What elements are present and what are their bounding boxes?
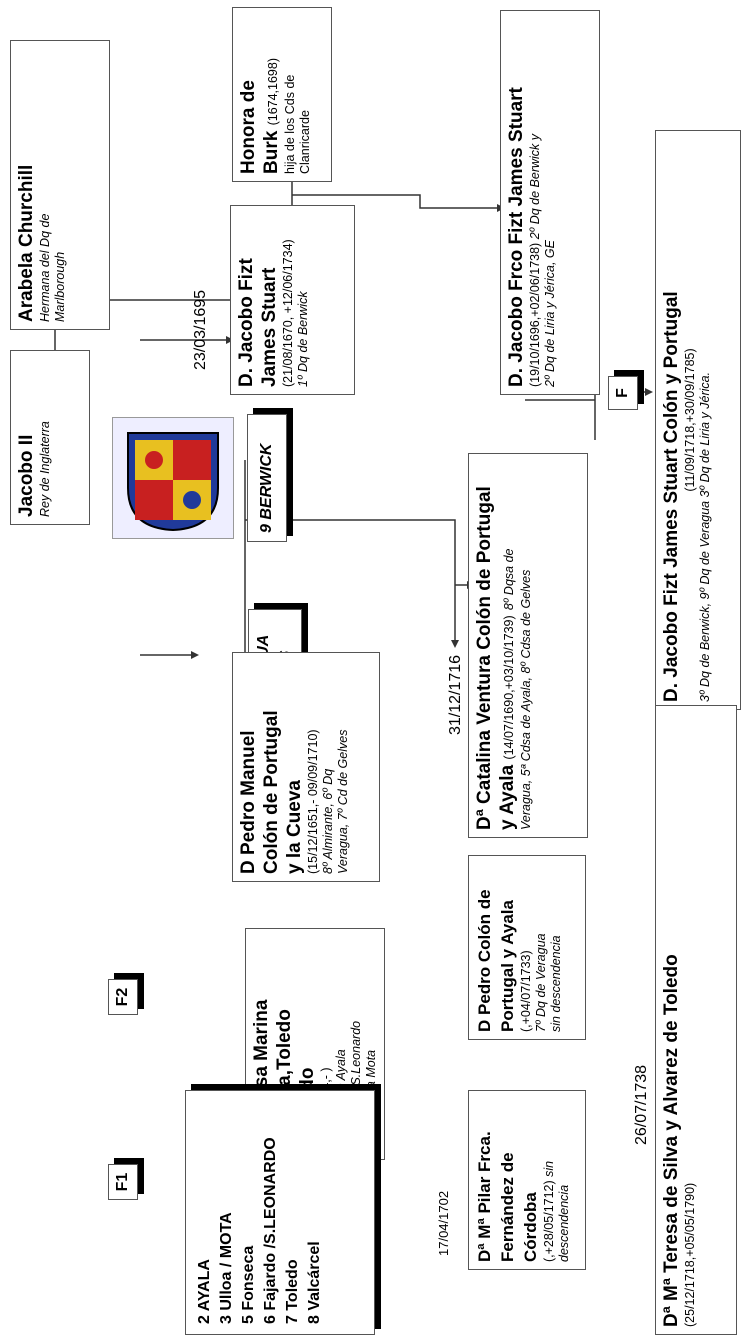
person-name: Honora de xyxy=(238,80,259,174)
person-title: Clanricarde xyxy=(298,110,312,174)
person-catalina-ventura-colon: Dª Catalina Ventura Colón de Portugal y … xyxy=(468,453,588,838)
person-title: Veragua, 5ª Cdsa de Ayala, 8º Cdsa de Ge… xyxy=(519,569,533,830)
person-name: Portugal y Ayala xyxy=(498,900,517,1032)
list-item: 3 Ulloa / MOTA xyxy=(218,1212,235,1324)
person-dates: (11/09/1718,+30/09/1785) xyxy=(683,348,697,492)
person-dates: (,+28/05/1712) sin xyxy=(542,1160,556,1262)
person-title: 3º Dq de Berwick, 9º Dq de Veragua 3º Dq… xyxy=(698,371,712,702)
marriage-date-1702: 17/04/1702 xyxy=(436,1190,451,1256)
person-title: 2º Dq de Liria y Jérica, GE xyxy=(543,240,557,387)
person-name: Dª Mª Teresa de Silva y Alvarez de Toled… xyxy=(661,954,682,1327)
marriage-date-1738: 26/07/1738 xyxy=(633,1064,650,1145)
person-title: hija de los Cds de xyxy=(283,74,297,174)
person-jacobo-fizt-colon-portugal: D. Jacobo Fizt James Stuart Colón y Port… xyxy=(655,130,741,710)
person-title: descendencia xyxy=(557,1184,571,1262)
list-item: 6 Fajardo /S.LEONARDO xyxy=(262,1137,279,1324)
person-dates: (19/10/1696,+02/06/1738) 2º Dq de Berwic… xyxy=(528,133,542,387)
person-jacobo-fizt-james-stuart: D. Jacobo Fizt James Stuart (21/08/1670,… xyxy=(230,205,355,395)
list-item: 2 AYALA xyxy=(196,1259,213,1324)
person-pedro-manuel-colon: D Pedro Manuel Colón de Portugal y la Cu… xyxy=(232,652,380,882)
person-title: Hermana del Dq de xyxy=(38,213,52,322)
person-title: 1º Dq de Berwick xyxy=(296,291,310,387)
marriage-date-1716: 31/12/1716 xyxy=(447,654,464,735)
person-name: y Ayala (14/07/1690,+03/10/1739) 8º Dqsa… xyxy=(497,548,518,831)
person-name: Colón de Portugal xyxy=(261,710,282,874)
person-title: sin descendencia xyxy=(549,935,563,1032)
person-name: D. Jacobo Fizt xyxy=(236,258,257,387)
person-pedro-colon-portugal-ayala: D Pedro Colón de Portugal y Ayala (,+04/… xyxy=(468,855,586,1040)
person-dates: (25/12/1718,+05/05/1790) xyxy=(683,1182,697,1327)
person-name: D Pedro Colón de xyxy=(475,889,494,1032)
person-name: Fernández de xyxy=(498,1152,517,1262)
arms-berwick: 9 BERWICK xyxy=(247,414,287,542)
list-item: 8 Valcárcel xyxy=(306,1241,323,1324)
person-arabela-churchill: Arabela Churchill Hermana del Dq de Marl… xyxy=(10,40,110,330)
person-name: Burk (1674,1698) xyxy=(261,58,282,174)
person-name: Dª Mª Pilar Frca. xyxy=(475,1131,494,1262)
person-name: Arabela Churchill xyxy=(16,164,37,322)
arms-ayala-list: 2 AYALA 3 Ulloa / MOTA 5 Fonseca 6 Fajar… xyxy=(185,1090,375,1335)
flag-f: F xyxy=(608,376,638,410)
person-dates: (,+04/07/1733) xyxy=(519,950,533,1032)
person-title: 8º Almirante, 6º Dq xyxy=(321,768,335,874)
person-dates: (15/12/1651,- 09/09/1710) xyxy=(306,729,320,874)
flag-f1: F1 xyxy=(108,1164,138,1200)
person-dates: (21/08/1670, +12/06/1734) xyxy=(281,239,295,387)
person-title: 7º Dq de Veragua xyxy=(534,933,548,1032)
person-name: Dª Catalina Ventura Colón de Portugal xyxy=(474,486,495,830)
person-name: James Stuart xyxy=(259,267,280,387)
list-item: 7 Toledo xyxy=(284,1259,301,1324)
person-name: D. Jacobo Frco Fizt James Stuart xyxy=(506,87,527,387)
person-jacobo-frco-fizt-james-stuart: D. Jacobo Frco Fizt James Stuart (19/10/… xyxy=(500,10,600,395)
person-title: Veragua, 7º Cd de Gelves xyxy=(336,729,350,874)
shield-icon xyxy=(127,432,219,532)
marriage-date-1695: 23/03/1695 xyxy=(192,289,209,370)
person-name: y la Cueva xyxy=(284,780,305,874)
flag-f2: F2 xyxy=(108,979,138,1015)
person-name: D Pedro Manuel xyxy=(238,730,259,874)
person-pilar-fernandez-cordoba: Dª Mª Pilar Frca. Fernández de Córdoba (… xyxy=(468,1090,586,1270)
coat-of-arms-berwick-image xyxy=(112,417,234,539)
person-name: Córdoba xyxy=(521,1192,540,1262)
person-title: Rey de Inglaterra xyxy=(38,421,52,517)
person-name: D. Jacobo Fizt James Stuart Colón y Port… xyxy=(661,291,682,702)
person-honora-de-burk: Honora de Burk (1674,1698) hija de los C… xyxy=(232,7,332,182)
person-name: Jacobo II xyxy=(16,434,37,517)
person-jacobo-ii: Jacobo II Rey de Inglaterra xyxy=(10,350,90,525)
person-title: Marlborough xyxy=(53,251,67,322)
list-item: 5 Fonseca xyxy=(240,1245,257,1324)
person-ma-teresa-de-silva: Dª Mª Teresa de Silva y Alvarez de Toled… xyxy=(655,705,737,1335)
